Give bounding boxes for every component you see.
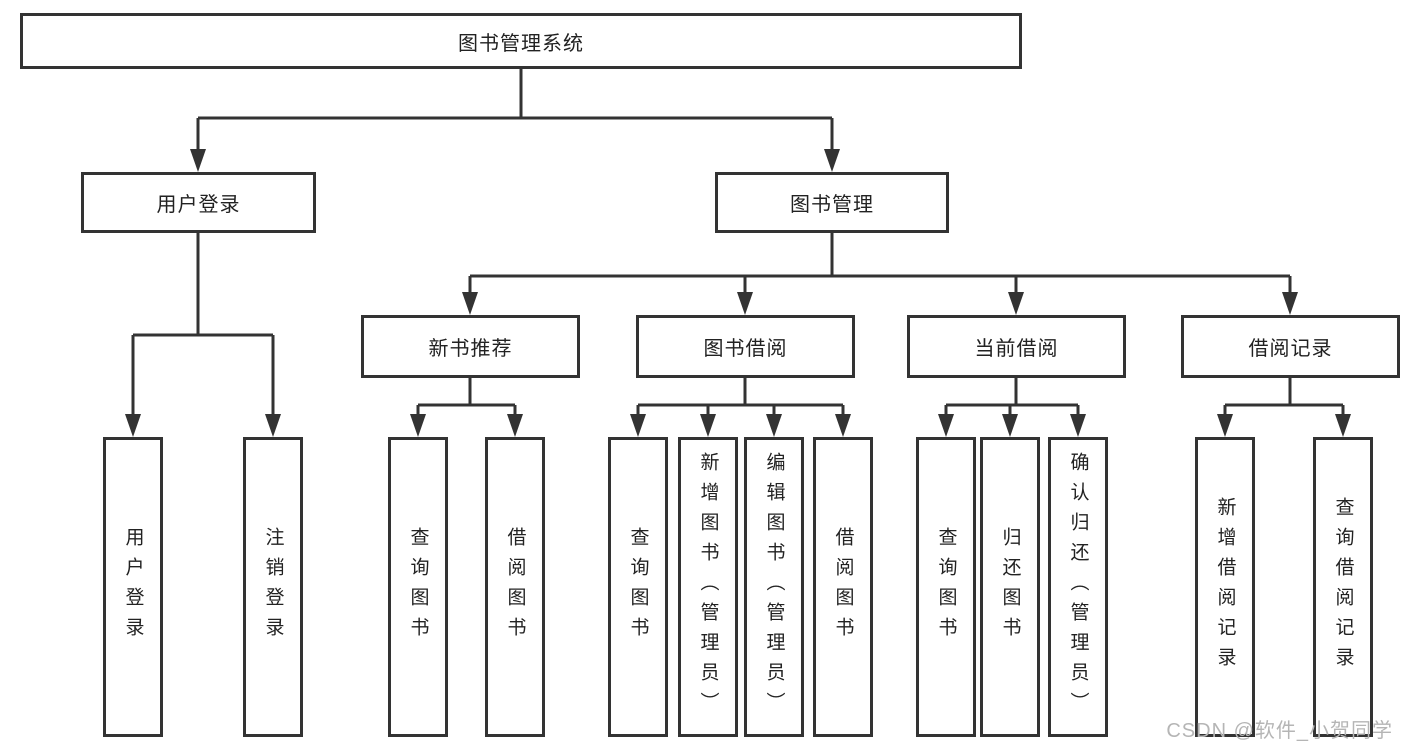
leaf-cb-query-books-label: 查询图书 xyxy=(935,527,957,647)
leaf-user-login-label: 用户登录 xyxy=(122,527,144,647)
node-user-login: 用户登录 xyxy=(81,172,316,233)
leaf-br-add-record: 新增借阅记录 xyxy=(1195,437,1255,737)
leaf-bb-edit-books-admin-label: 编辑图书（管理员） xyxy=(763,452,785,722)
node-borrowing-records-label: 借阅记录 xyxy=(1248,338,1333,360)
leaf-cb-return-books: 归还图书 xyxy=(980,437,1040,737)
leaf-bb-add-books-admin-label: 新增图书（管理员） xyxy=(697,452,719,722)
leaf-br-add-record-label: 新增借阅记录 xyxy=(1214,497,1236,677)
node-current-borrowing: 当前借阅 xyxy=(907,315,1126,378)
node-root-label: 图书管理系统 xyxy=(458,32,584,55)
node-book-borrowing-label: 图书借阅 xyxy=(703,338,788,360)
leaf-bb-edit-books-admin: 编辑图书（管理员） xyxy=(744,437,804,737)
leaf-bb-query-books: 查询图书 xyxy=(608,437,668,737)
node-book-management-label: 图书管理 xyxy=(790,194,874,216)
leaf-nbr-borrow-books: 借阅图书 xyxy=(485,437,545,737)
node-borrowing-records: 借阅记录 xyxy=(1181,315,1400,378)
node-new-book-recommend-label: 新书推荐 xyxy=(428,338,513,360)
node-current-borrowing-label: 当前借阅 xyxy=(974,338,1059,360)
leaf-nbr-borrow-books-label: 借阅图书 xyxy=(504,527,526,647)
leaf-cb-confirm-return-admin-label: 确认归还（管理员） xyxy=(1067,452,1089,722)
leaf-cb-confirm-return-admin: 确认归还（管理员） xyxy=(1048,437,1108,737)
leaf-user-login: 用户登录 xyxy=(103,437,163,737)
leaf-bb-add-books-admin: 新增图书（管理员） xyxy=(678,437,738,737)
leaf-br-query-record: 查询借阅记录 xyxy=(1313,437,1373,737)
node-user-login-label: 用户登录 xyxy=(156,194,241,216)
leaf-logout: 注销登录 xyxy=(243,437,303,737)
node-new-book-recommend: 新书推荐 xyxy=(361,315,580,378)
arrowheads xyxy=(125,149,1351,437)
leaf-bb-query-books-label: 查询图书 xyxy=(627,527,649,647)
leaf-cb-return-books-label: 归还图书 xyxy=(999,527,1021,647)
node-book-management: 图书管理 xyxy=(715,172,949,233)
leaf-cb-query-books: 查询图书 xyxy=(916,437,976,737)
node-root: 图书管理系统 xyxy=(20,13,1022,69)
leaf-nbr-query-books: 查询图书 xyxy=(388,437,448,737)
leaf-br-query-record-label: 查询借阅记录 xyxy=(1332,497,1354,677)
node-book-borrowing: 图书借阅 xyxy=(636,315,855,378)
leaf-nbr-query-books-label: 查询图书 xyxy=(407,527,429,647)
leaf-logout-label: 注销登录 xyxy=(262,527,284,647)
leaf-bb-borrow-books-label: 借阅图书 xyxy=(832,527,854,647)
csdn-watermark: CSDN @软件_小贺同学 xyxy=(1166,720,1393,742)
leaf-bb-borrow-books: 借阅图书 xyxy=(813,437,873,737)
